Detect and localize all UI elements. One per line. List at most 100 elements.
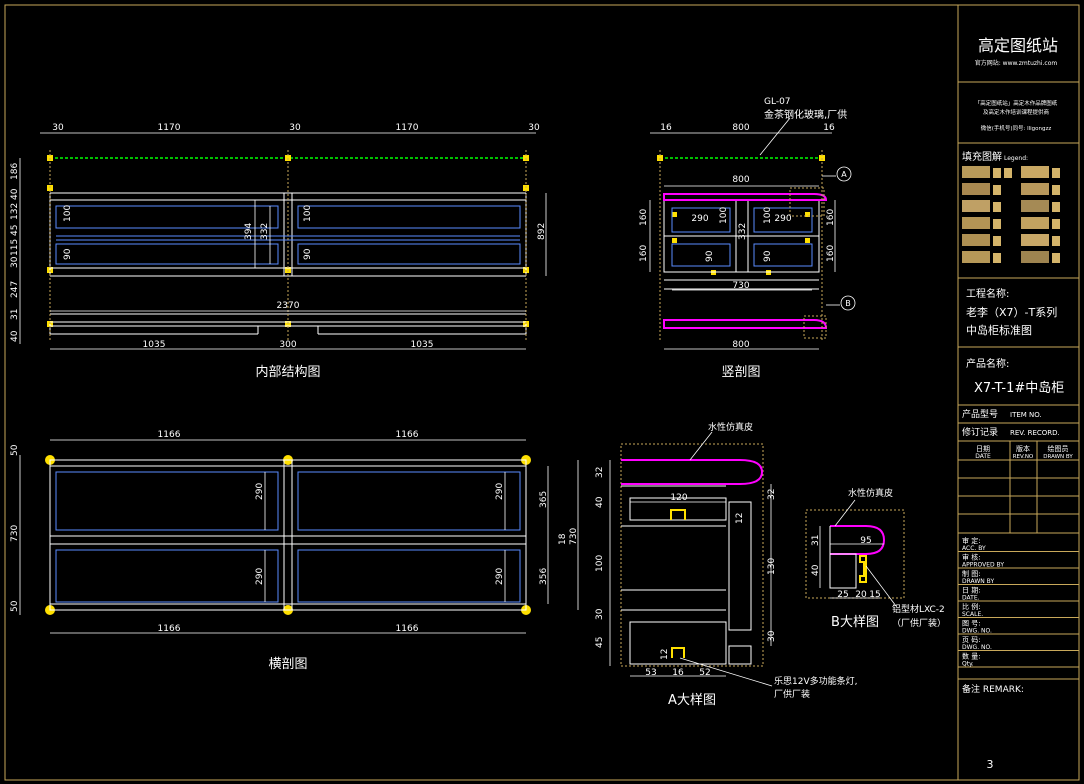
light-line-2: 厂供厂装 [774,688,810,700]
light-line-1: 乐思12V多功能条灯, [774,675,857,687]
vertical-top-dim: 800 [732,123,749,133]
horizontal-dim-bottom-left: 1166 [158,624,181,634]
sign-row-cn: 审 核: [962,553,981,562]
project-label: 工程名称: [966,287,1009,300]
detail-a-dim-r32: 32 [767,489,777,500]
horizontal-dim-730: 730 [569,528,579,545]
horizontal-dim-left-mid: 730 [10,525,20,542]
revision-table [958,441,1079,534]
legend-swatches [962,166,1060,263]
vertical-dim-290a: 290 [691,214,708,224]
internal-dim-bottom-mid: 300 [279,340,296,350]
internal-dim-bottom-left: 1035 [143,340,166,350]
sign-row-en: APPROVED BY [962,562,1004,569]
internal-dim-394: 394 [244,223,254,240]
remark-label: 备注 REMARK: [962,683,1024,695]
vertical-dim-right-b: 160 [826,245,836,262]
horizontal-dim-left-top: 50 [10,444,20,456]
horizontal-dim-18: 18 [558,533,568,545]
vertical-top-dim: 16 [660,123,672,133]
vertical-dim-100b: 100 [763,207,773,224]
internal-top-dim: 1170 [158,123,181,133]
detail-a-dim-120: 120 [670,493,687,503]
sign-row-cn: 日 期: [962,587,981,595]
horizontal-dim-290a: 290 [255,483,265,500]
detail-a-dim-100: 100 [595,555,605,572]
detail-b-dim-20: 20 [855,590,867,600]
detail-a-dim-16: 16 [672,668,684,678]
marker-b-label: B [845,299,851,308]
internal-left-dim: 45 [10,225,20,236]
internal-top-dim: 30 [289,123,301,133]
detail-b-view: 水性仿真皮 铝型材LXC-2 （厂供厂装） 95 31 40 25 20 15 … [805,487,946,630]
sign-row-cn: 比 例: [962,602,981,611]
product-label: 产品名称: [966,357,1009,370]
detail-a-dim-53: 53 [645,668,656,678]
model-en: ITEM NO. [1010,411,1042,419]
vertical-top-dim: 16 [823,123,835,133]
internal-left-dim: 247 [10,281,20,298]
internal-left-dim: 132 [10,203,20,220]
glass-code: GL-07 [764,97,791,107]
internal-dim-90a: 90 [63,248,73,260]
horizontal-dim-290b: 290 [495,483,505,500]
sign-row-cn: 制 图: [962,569,981,578]
sign-row-cn: 数 量: [962,652,981,661]
internal-top-dimensions: 30 1170 30 1170 30 [52,123,540,133]
vertical-dim-800: 800 [732,175,749,185]
internal-top-dim: 30 [52,123,64,133]
caption-detail-b: B大样图 [831,615,879,630]
website-text: 官方网站: www.zmtuzhi.com [975,59,1058,67]
internal-dim-right: 892 [537,223,547,240]
caption-internal: 内部结构图 [255,364,320,380]
sign-row-cn: 页 码: [962,636,981,644]
caption-vertical: 竖剖图 [721,365,760,380]
internal-dim-100b: 100 [303,205,313,222]
legend-label: 填充图解 [962,150,1002,163]
drawn-en: DRAWN BY [1043,454,1073,460]
drawn-cn: 绘图员 [1048,444,1069,453]
page-number: 3 [987,758,994,771]
horizontal-dim-290c: 290 [255,568,265,585]
horizontal-section-view: 1166 1166 1166 1166 50 730 50 290 290 29… [10,430,579,672]
aluminum-note: （厂供厂装） [892,617,946,629]
drawing-border [4,4,1080,781]
detail-b-dim-15: 15 [869,590,880,600]
caption-horizontal: 横剖图 [268,657,307,672]
horizontal-dim-top-right: 1166 [396,430,419,440]
version-en: REV.NO [1013,454,1034,460]
vertical-dim-332: 332 [738,223,748,240]
model-label: 产品型号 [962,408,998,420]
detail-a-dim-12b: 12 [660,649,670,660]
horizontal-dim-356: 356 [539,568,549,585]
internal-dim-332: 332 [260,223,270,240]
detail-a-dim-40: 40 [595,496,605,508]
internal-left-dim: 31 [10,309,20,320]
detail-b-dim-31: 31 [811,535,821,546]
sign-row-en: DWG. NO. [962,644,992,651]
vertical-dim-100a: 100 [719,207,729,224]
internal-top-dim: 1170 [396,123,419,133]
internal-left-dim: 30 [10,256,20,268]
detail-a-dim-52: 52 [699,668,710,678]
vertical-dim-90a: 90 [705,250,715,262]
horizontal-dim-left-bottom: 50 [10,600,20,612]
detail-a-dim-45: 45 [595,637,605,648]
project-line-1: 老李（X7）-T系列 [966,305,1057,319]
sign-rows: 审 定:ACC. BY审 核:APPROVED BY制 图:DRAWN BY日 … [958,536,1079,668]
aluminum-label: 铝型材LXC-2 [892,603,945,615]
sign-row-en: DRAWN BY [962,578,994,585]
detail-a-dim-r130: 130 [767,558,777,575]
detail-b-dim-25: 25 [837,590,848,600]
vertical-dim-right-a: 160 [826,209,836,226]
leather-b-label: 水性仿真皮 [848,487,893,499]
internal-left-dim: 40 [10,330,20,342]
internal-left-dim: 186 [10,163,20,180]
internal-top-dim: 30 [528,123,540,133]
vertical-dim-730: 730 [732,281,749,291]
legend-en: Legend: [1004,155,1028,162]
